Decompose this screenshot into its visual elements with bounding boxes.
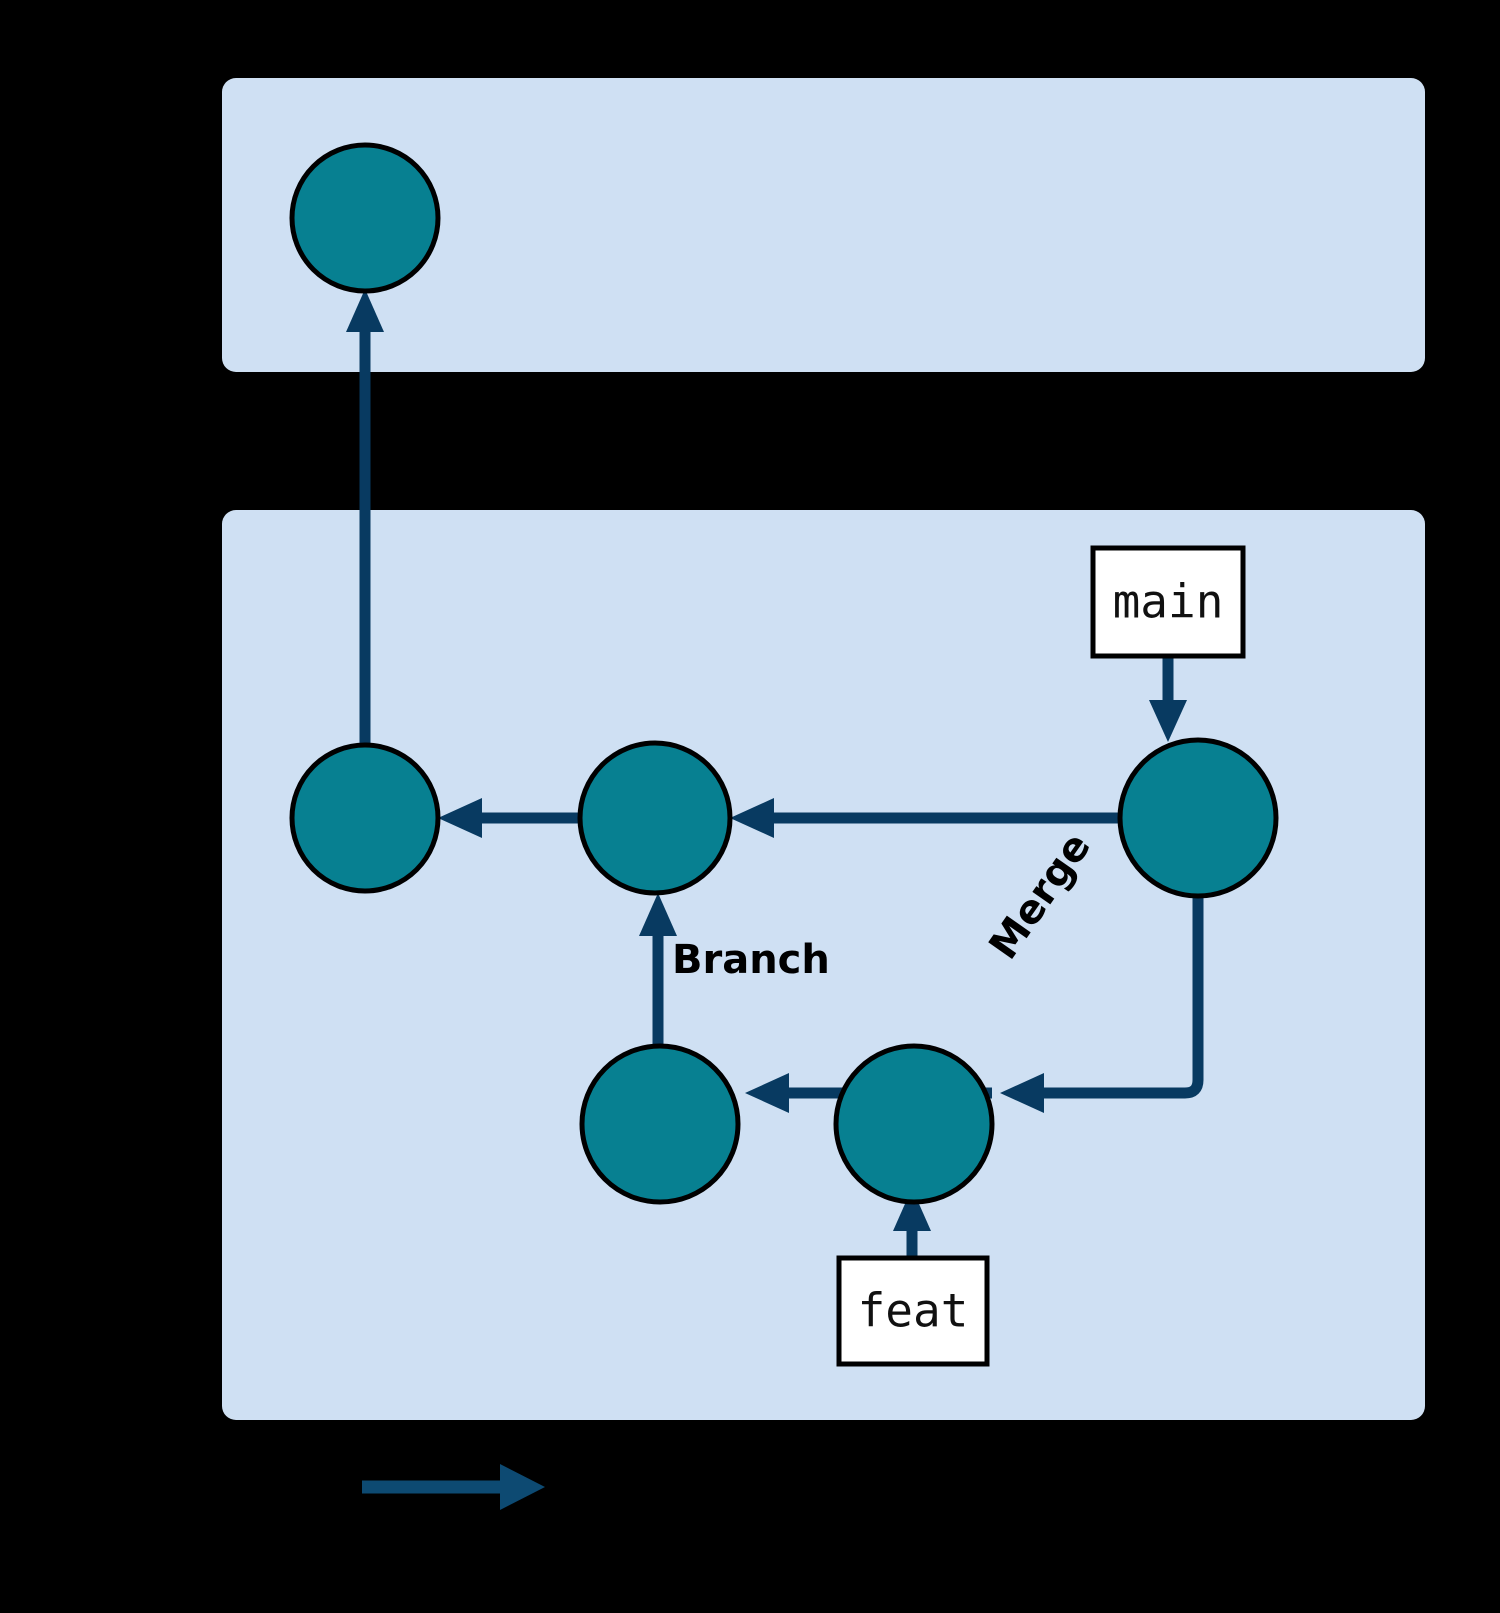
legend-time-arrow bbox=[362, 1464, 545, 1510]
arrow-head-branchpoint-to-maintip bbox=[438, 798, 482, 838]
upper-panel bbox=[222, 78, 1425, 372]
arrow-head-merge-from-feat bbox=[1000, 1073, 1044, 1113]
legend-time-arrow-head bbox=[500, 1464, 545, 1510]
node-branch-point[interactable] bbox=[577, 740, 733, 896]
ref-box-feat-rect[interactable] bbox=[836, 1255, 990, 1367]
ref-box-main[interactable]: main bbox=[1090, 545, 1246, 659]
node-feat-commit-2[interactable] bbox=[833, 1043, 995, 1205]
ref-box-feat-label: feat bbox=[858, 1284, 969, 1338]
arrow-head-feat2-to-feat1 bbox=[745, 1073, 789, 1113]
arrow-head-main-ref-to-merge bbox=[1149, 700, 1187, 742]
ref-box-main-label: main bbox=[1113, 575, 1224, 629]
edge-label-branch: Branch bbox=[672, 937, 830, 983]
node-merge-commit[interactable] bbox=[1117, 737, 1279, 899]
node-upper-commit[interactable] bbox=[289, 142, 441, 294]
node-feat-commit-1[interactable] bbox=[579, 1043, 741, 1205]
ref-box-main-rect[interactable] bbox=[1090, 545, 1246, 659]
edge-merge-from-feat bbox=[1030, 896, 1204, 1099]
ref-box-feat[interactable]: feat bbox=[836, 1255, 990, 1367]
arrow-head-branch bbox=[639, 893, 677, 936]
arrow-head-feat-ref-to-commit bbox=[893, 1188, 931, 1231]
arrow-head-merge-to-branchpoint bbox=[730, 798, 774, 838]
node-main-tip-old[interactable] bbox=[289, 742, 441, 894]
arrow-head-upper-promote bbox=[346, 289, 384, 332]
lower-panel bbox=[222, 510, 1425, 1420]
